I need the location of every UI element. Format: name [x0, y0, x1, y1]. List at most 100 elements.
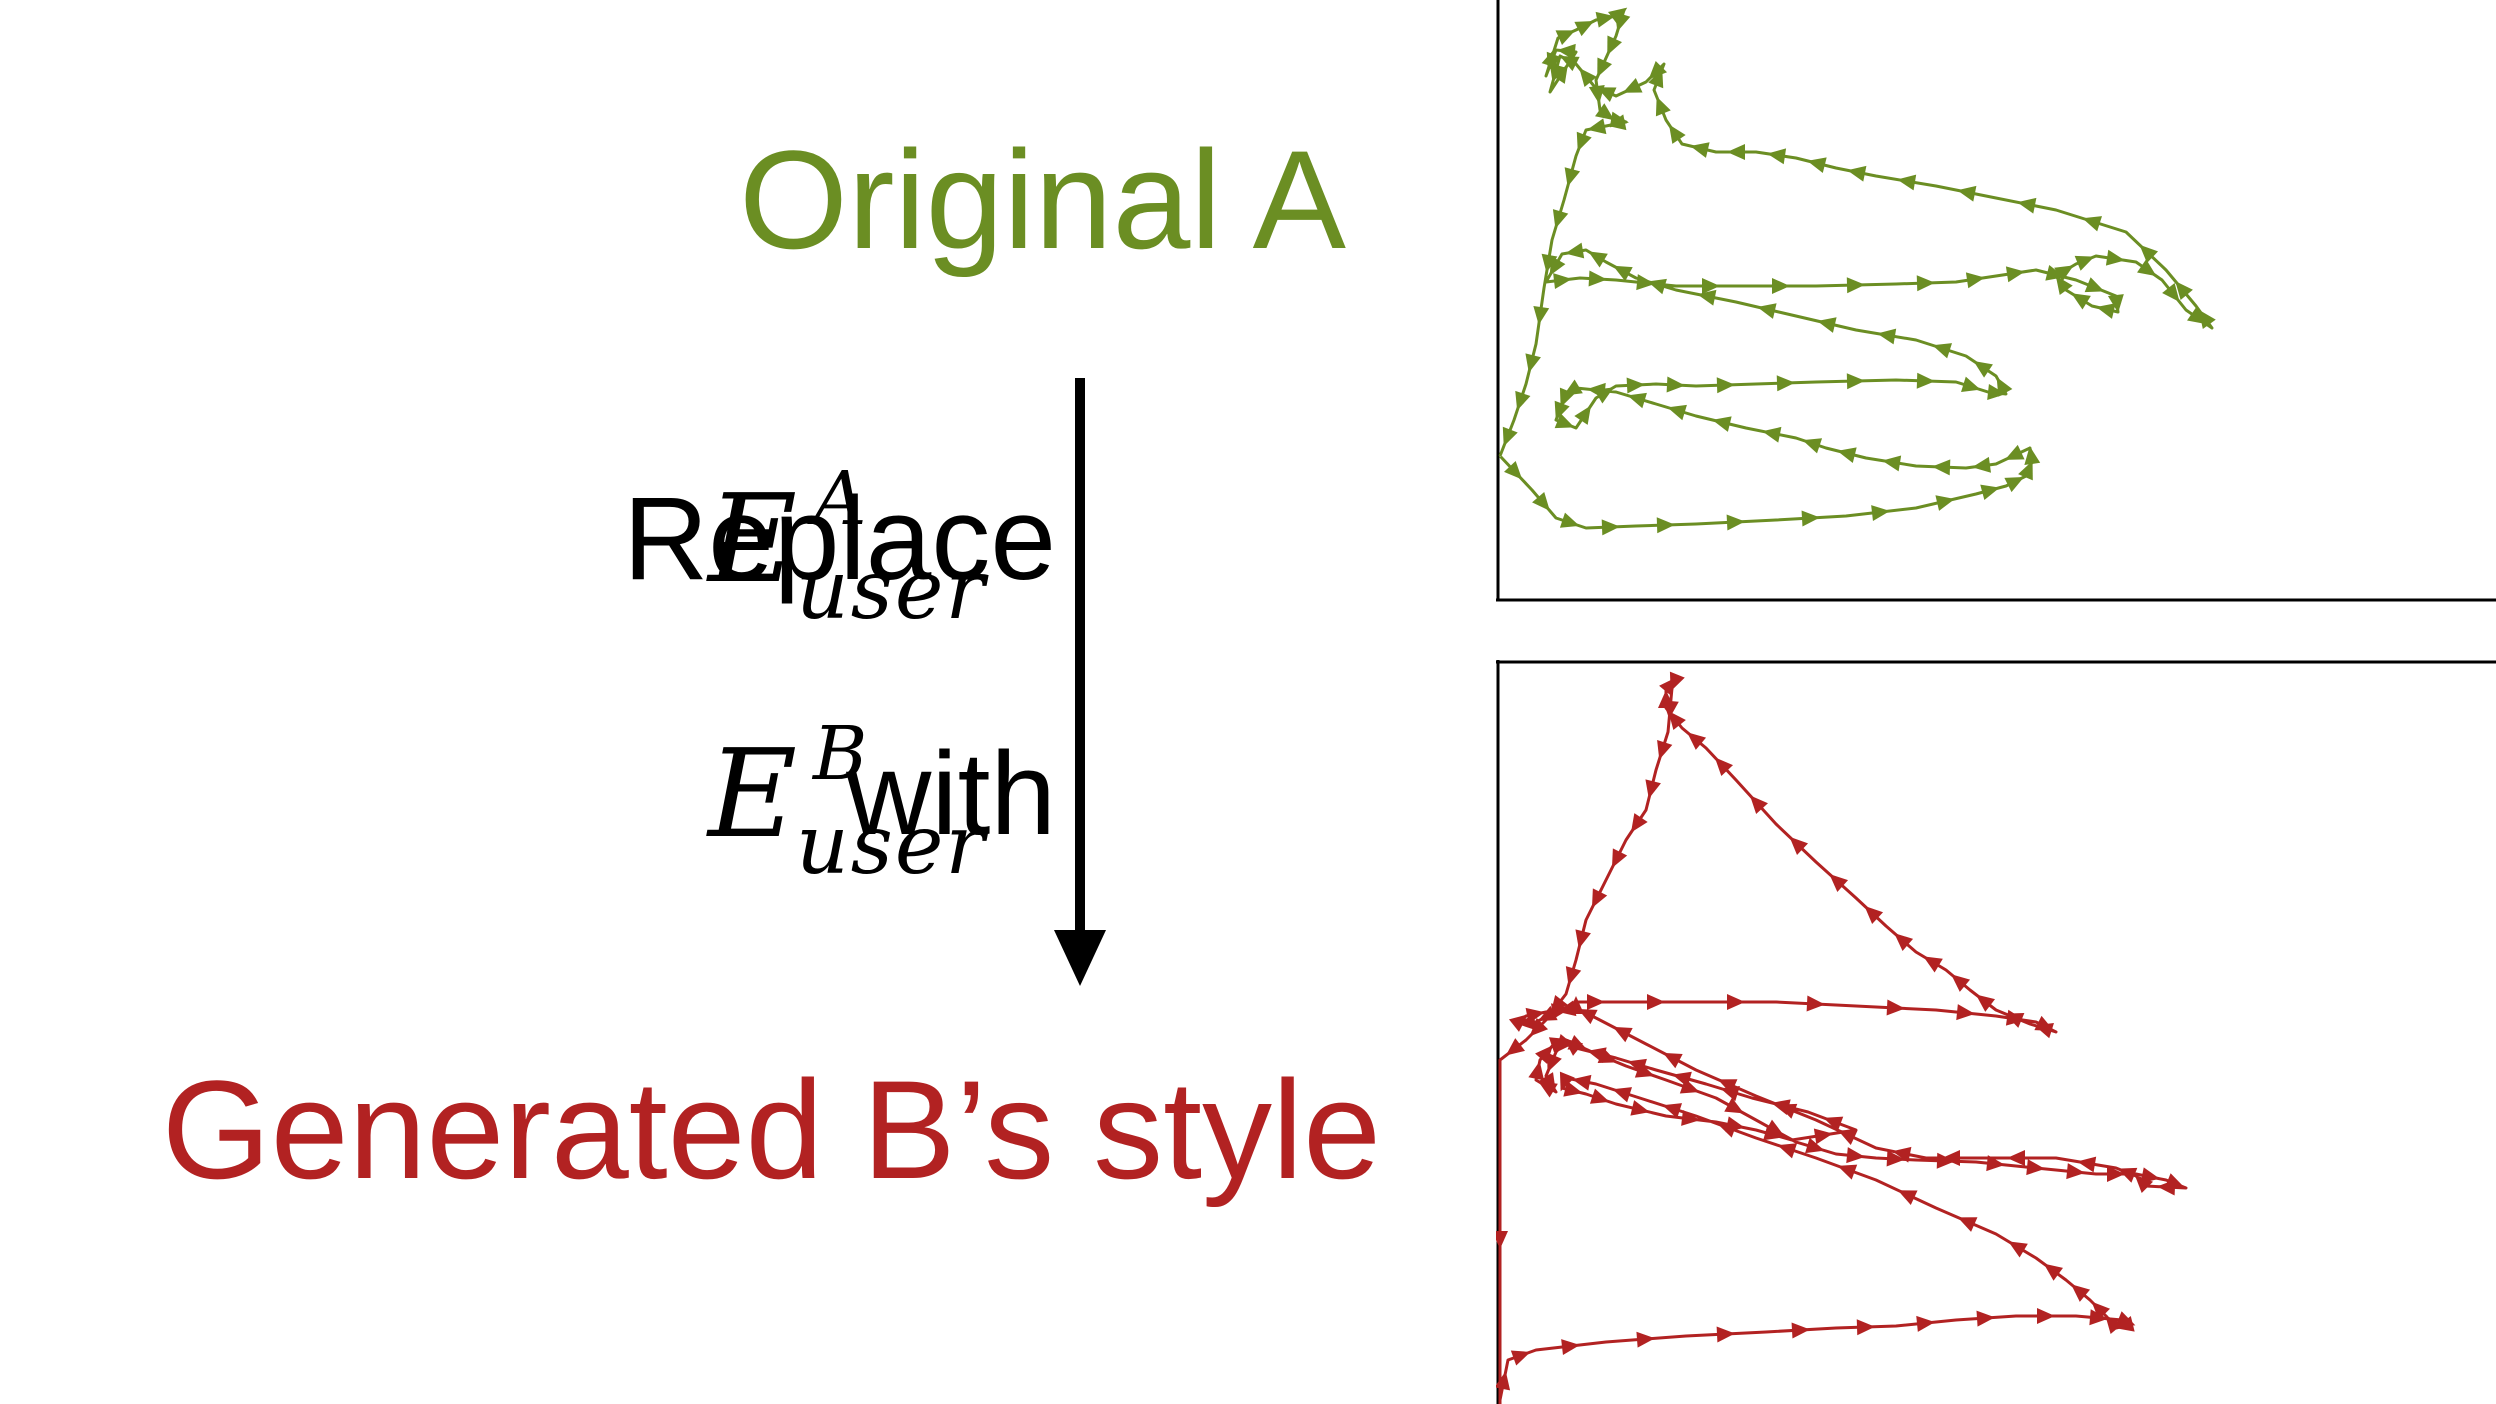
trajectory-arrowhead — [1886, 1150, 1905, 1167]
e-user-a-math: E A user — [708, 462, 1038, 638]
trajectory-arrowhead — [1712, 416, 1732, 432]
trajectory-arrowhead — [1662, 1103, 1683, 1119]
trajectory-arrowhead — [1612, 1087, 1633, 1103]
trajectory-arrowhead — [1548, 1037, 1569, 1053]
trajectory-arrowhead — [1776, 375, 1795, 392]
trajectory-arrowhead — [1559, 387, 1575, 408]
trajectory-arrowhead — [1601, 519, 1620, 536]
trajectory-arrowhead — [1935, 495, 1955, 511]
trajectory-arrowhead — [1504, 460, 1523, 480]
trajectory-arrowhead — [1767, 148, 1787, 165]
trajectory-arrowhead — [1553, 273, 1572, 289]
trajectory-arrowhead — [1916, 1315, 1935, 1332]
trajectory-arrowhead — [1727, 994, 1745, 1010]
trajectory-arrowhead — [1554, 413, 1575, 429]
trajectory-arrowhead — [1533, 305, 1550, 325]
trajectory-arrowhead — [1636, 1331, 1655, 1348]
trajectory-arrowhead — [2004, 1013, 2025, 1028]
e-symbol: E — [708, 468, 798, 610]
replace-text: Replace — [623, 473, 1056, 605]
trajectory-arrowhead — [1916, 275, 1935, 292]
trajectory-arrowhead — [1837, 1164, 1858, 1180]
trajectory-arrowhead — [1597, 57, 1613, 78]
down-arrow — [1054, 378, 1106, 986]
trajectory-arrowhead — [1559, 55, 1580, 72]
trajectory-arrowhead — [2037, 1308, 2055, 1324]
trajectory-arrowhead — [2107, 294, 2124, 313]
trajectory-arrowhead — [1626, 377, 1645, 394]
trajectory-arrowhead — [1607, 114, 1627, 131]
trajectory-arrowhead — [2008, 1241, 2028, 1258]
trajectory-arrowhead — [1579, 68, 1597, 88]
trajectory-arrowhead — [1532, 491, 1550, 511]
trajectory-arrowhead — [1882, 455, 1902, 472]
trajectory-arrowhead — [1724, 1097, 1744, 1114]
trajectory-arrowhead — [1525, 353, 1541, 373]
trajectory-arrowhead — [2034, 1023, 2054, 1039]
trajectory-arrowhead — [1957, 185, 1977, 202]
trajectory-arrowhead — [1749, 795, 1768, 815]
trajectory-arrowhead — [1681, 1109, 1700, 1126]
trajectory-arrowhead — [2137, 259, 2157, 277]
generated-trajectory-panel — [1496, 660, 2496, 1404]
trajectory-arrowhead — [1613, 1026, 1633, 1043]
trajectory-arrowhead — [1877, 328, 1897, 345]
trajectory-arrowhead — [1554, 400, 1570, 421]
trajectory-arrowhead — [2134, 1174, 2154, 1194]
trajectory-arrowhead — [1813, 1128, 1833, 1145]
trajectory-arrowhead — [1496, 1371, 1511, 1391]
superscript-a: A — [813, 456, 867, 542]
trajectory-arrowhead — [1597, 1048, 1618, 1063]
trajectory-arrowhead — [2107, 1166, 2125, 1182]
trajectory-arrowhead — [1936, 1152, 1955, 1169]
trajectory-arrowhead — [1574, 20, 1595, 37]
trajectory-arrowhead — [1591, 888, 1608, 909]
trajectory-arrowhead — [1777, 1103, 1798, 1119]
trajectory-arrowhead — [1976, 1310, 1995, 1327]
trajectory-arrowhead — [1846, 1147, 1865, 1164]
trajectory-arrowhead — [2198, 309, 2216, 329]
trajectory-arrowhead — [1823, 1116, 1844, 1132]
trajectory-arrowhead — [1923, 956, 1943, 973]
trajectory-arrowhead — [2074, 255, 2095, 271]
trajectory-arrowhead — [2017, 197, 2037, 214]
trajectory-arrowhead — [1505, 1038, 1526, 1056]
trajectory-arrowhead — [1565, 242, 1585, 259]
trajectory-arrowhead — [2043, 1263, 2063, 1281]
trajectory-arrowhead — [1656, 517, 1675, 534]
trajectory-arrowhead — [2004, 476, 2025, 493]
trajectory-arrowhead — [1892, 1146, 1912, 1163]
trajectory-arrowhead — [2018, 460, 2033, 481]
trajectory-arrowhead — [1587, 118, 1607, 135]
trajectory-arrowhead — [1587, 994, 1605, 1010]
trajectory-arrowhead — [1669, 124, 1686, 144]
trajectory-arrowhead — [1817, 317, 1837, 333]
trajectory-arrowhead — [2084, 277, 2105, 293]
trajectory-arrowhead — [1502, 426, 1518, 447]
trajectory-arrowhead — [1662, 700, 1679, 719]
trajectory-arrowhead — [1846, 277, 1865, 294]
trajectory-arrowhead — [1496, 1231, 1508, 1249]
trajectory-arrowhead — [1588, 270, 1607, 287]
trajectory-arrowhead — [1525, 1007, 1545, 1024]
trajectory-arrowhead — [1510, 1350, 1531, 1366]
trajectory-arrowhead — [1564, 167, 1581, 187]
trajectory-arrowhead — [1555, 30, 1576, 45]
trajectory-arrowhead — [1541, 253, 1558, 273]
trajectory-arrowhead — [2024, 446, 2041, 466]
trajectory-arrowhead — [1563, 1081, 1583, 1097]
trajectory-arrowhead — [1565, 966, 1582, 986]
trajectory-arrowhead — [1801, 510, 1820, 527]
trajectory-arrowhead — [1942, 1150, 1960, 1166]
trajectory-arrowhead — [1634, 1062, 1655, 1078]
trajectory-arrowhead — [1568, 996, 1584, 1014]
trajectory-arrowhead — [1956, 1004, 1975, 1021]
trajectory-arrowhead — [1789, 836, 1809, 855]
trajectory-arrowhead — [1622, 77, 1643, 93]
trajectory-arrowhead — [1631, 813, 1648, 833]
trajectory-arrowhead — [1725, 1116, 1745, 1133]
trajectory-arrowhead — [1559, 512, 1580, 528]
trajectory-arrowhead — [1541, 48, 1557, 68]
generated-trajectory-arrows — [1496, 671, 2185, 1391]
trajectory-arrowhead — [1663, 1052, 1683, 1069]
